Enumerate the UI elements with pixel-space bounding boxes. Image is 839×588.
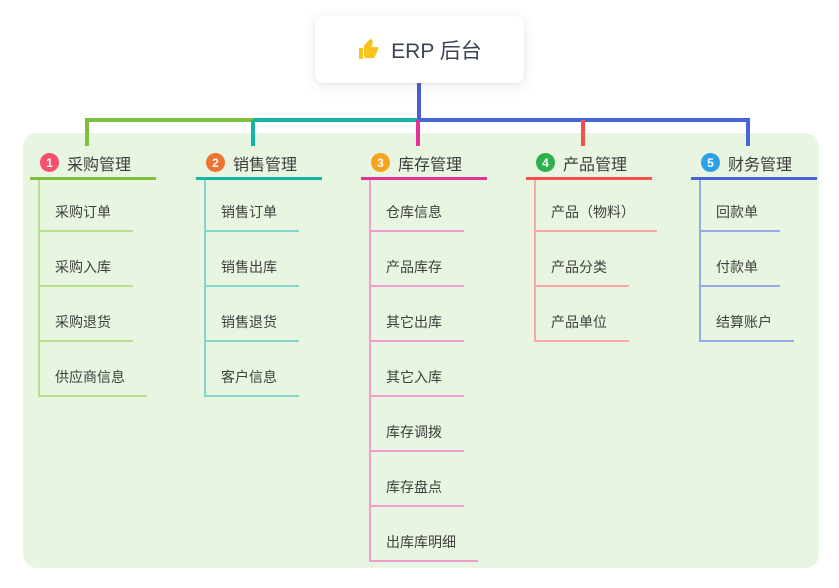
node-purchase-inbound[interactable]: 采购入库 (40, 252, 133, 287)
connector-trunk-teal (253, 118, 419, 122)
branch-children: 采购订单 采购入库 采购退货 供应商信息 (38, 180, 200, 397)
branch-label: 财务管理 (728, 156, 793, 174)
connector-drop (416, 120, 420, 146)
connector-drop (251, 120, 255, 146)
root-title: ERP 后台 (391, 39, 482, 63)
branch-children: 产品（物料） 产品分类 产品单位 (534, 180, 696, 342)
connector-drop (85, 120, 89, 146)
node-product-unit[interactable]: 产品单位 (536, 307, 629, 342)
connector-trunk-green (85, 118, 255, 122)
branch-number-badge: 5 (701, 153, 720, 172)
connector-drop (581, 120, 585, 146)
branch-heading-finance[interactable]: 5 财务管理 (691, 148, 817, 180)
branch-label: 产品管理 (563, 156, 628, 174)
branch-finance: 5 财务管理 回款单 付款单 结算账户 (691, 120, 839, 342)
branch-heading-sales[interactable]: 2 销售管理 (196, 148, 322, 180)
branch-label: 销售管理 (233, 156, 298, 174)
node-warehouse-info[interactable]: 仓库信息 (371, 197, 464, 232)
branch-number-badge: 3 (371, 153, 390, 172)
node-sales-order[interactable]: 销售订单 (206, 197, 299, 232)
node-stock-transfer[interactable]: 库存调拨 (371, 417, 464, 452)
branch-children: 仓库信息 产品库存 其它出库 其它入库 库存调拨 库存盘点 出库库明细 (369, 180, 531, 562)
branch-label: 库存管理 (398, 156, 463, 174)
node-purchase-return[interactable]: 采购退货 (40, 307, 133, 342)
branch-purchase: 1 采购管理 采购订单 采购入库 采购退货 供应商信息 (30, 120, 200, 397)
branch-heading-purchase[interactable]: 1 采购管理 (30, 148, 156, 180)
node-other-inbound[interactable]: 其它入库 (371, 362, 464, 397)
node-other-outbound[interactable]: 其它出库 (371, 307, 464, 342)
branch-heading-inventory[interactable]: 3 库存管理 (361, 148, 487, 180)
connector-root-drop (417, 83, 421, 120)
branch-number-badge: 4 (536, 153, 555, 172)
branches-panel (23, 133, 819, 568)
branch-inventory: 3 库存管理 仓库信息 产品库存 其它出库 其它入库 库存调拨 库存盘点 出库库… (361, 120, 531, 562)
branch-number-badge: 2 (206, 153, 225, 172)
branch-label: 采购管理 (67, 156, 132, 174)
branch-children: 回款单 付款单 结算账户 (699, 180, 839, 342)
node-settlement-account[interactable]: 结算账户 (701, 307, 794, 342)
node-product-material[interactable]: 产品（物料） (536, 197, 657, 232)
branch-product: 4 产品管理 产品（物料） 产品分类 产品单位 (526, 120, 696, 342)
node-purchase-order[interactable]: 采购订单 (40, 197, 133, 232)
root-node[interactable]: ERP 后台 (315, 16, 524, 83)
branch-number-badge: 1 (40, 153, 59, 172)
node-payment-bill[interactable]: 付款单 (701, 252, 780, 287)
node-stock-count[interactable]: 库存盘点 (371, 472, 464, 507)
thumbs-up-icon (359, 38, 380, 59)
node-receipt-bill[interactable]: 回款单 (701, 197, 780, 232)
node-product-category[interactable]: 产品分类 (536, 252, 629, 287)
branch-heading-product[interactable]: 4 产品管理 (526, 148, 652, 180)
node-customer-info[interactable]: 客户信息 (206, 362, 299, 397)
connector-drop (746, 120, 750, 146)
branch-sales: 2 销售管理 销售订单 销售出库 销售退货 客户信息 (196, 120, 366, 397)
node-supplier-info[interactable]: 供应商信息 (40, 362, 147, 397)
node-product-stock[interactable]: 产品库存 (371, 252, 464, 287)
branch-children: 销售订单 销售出库 销售退货 客户信息 (204, 180, 366, 397)
node-sales-return[interactable]: 销售退货 (206, 307, 299, 342)
node-inout-detail[interactable]: 出库库明细 (371, 527, 478, 562)
node-sales-outbound[interactable]: 销售出库 (206, 252, 299, 287)
